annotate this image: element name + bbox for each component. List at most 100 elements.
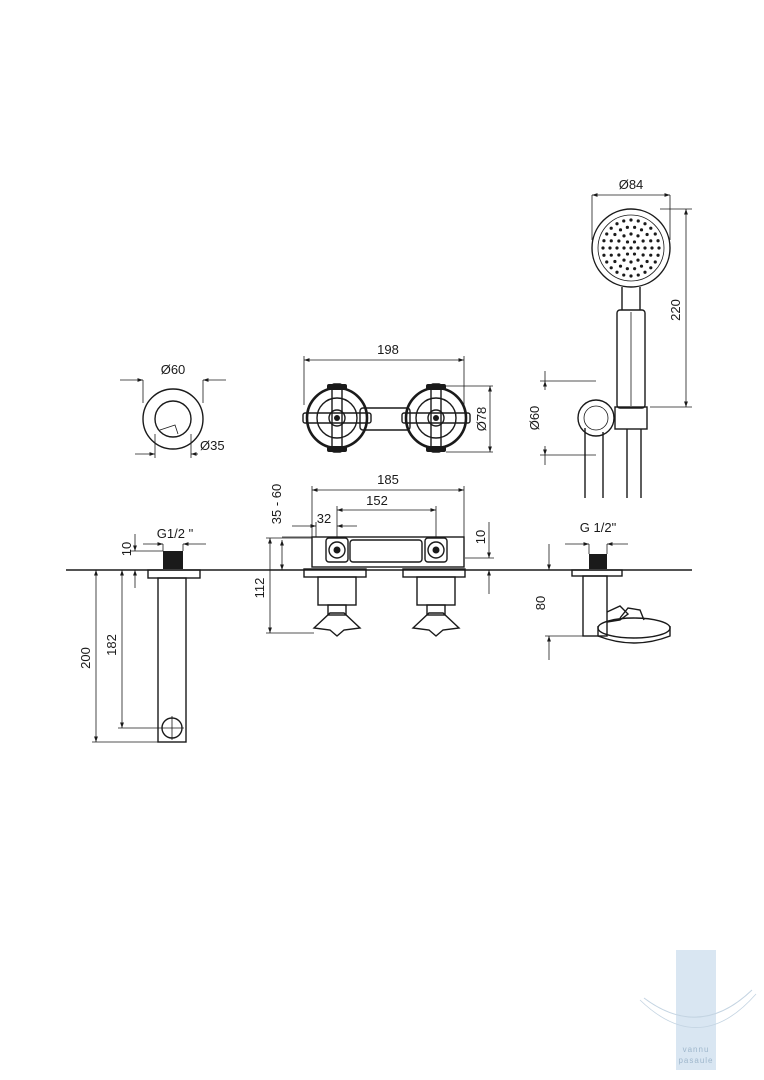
nozzle-dot bbox=[636, 219, 640, 223]
dim-w-valve-off-label: 32 bbox=[317, 511, 331, 526]
nozzle-dot bbox=[608, 246, 612, 250]
nozzle-dot bbox=[649, 239, 653, 243]
nozzle-dot bbox=[633, 225, 637, 229]
spout-top-view bbox=[142, 388, 204, 450]
nozzle-dot bbox=[656, 239, 660, 243]
nozzle-dot bbox=[617, 253, 621, 257]
spout-side-view bbox=[147, 551, 201, 743]
dim-w-valve-off: 32 bbox=[292, 511, 357, 537]
nozzle-dot bbox=[643, 222, 647, 226]
dim-d-handle-label: Ø78 bbox=[474, 407, 489, 432]
nozzle-dot bbox=[613, 232, 617, 237]
dim-thread-spout: G1/2 " bbox=[143, 526, 206, 551]
dim-w-valve-ctr: 152 bbox=[336, 493, 437, 538]
dim-w-handles-label: 198 bbox=[377, 342, 399, 357]
handles-top-view bbox=[302, 383, 471, 453]
dim-h-valve-top: 10 bbox=[465, 522, 494, 594]
nozzle-dot bbox=[615, 222, 619, 226]
nozzle-dot bbox=[641, 239, 645, 243]
nozzle-dot bbox=[643, 270, 647, 274]
dim-h-valve-total: 112 bbox=[252, 537, 314, 634]
nozzle-dot bbox=[657, 246, 661, 250]
dim-h-spout-outlet-label: 182 bbox=[104, 634, 119, 656]
dim-d-spout: Ø35 bbox=[135, 434, 225, 458]
nozzle-dot bbox=[629, 218, 633, 222]
dim-deck-range-label: 35 - 60 bbox=[269, 484, 284, 524]
nozzle-dot bbox=[632, 240, 637, 244]
dim-h-spout-outlet: 182 bbox=[104, 570, 160, 729]
dim-h-spout-total: 200 bbox=[78, 570, 158, 743]
nozzle-dot bbox=[622, 258, 626, 262]
nozzle-dot bbox=[625, 225, 629, 229]
nozzle-dot bbox=[656, 253, 660, 257]
nozzle-dot bbox=[618, 264, 623, 268]
dim-h-spout-top: 10 bbox=[119, 534, 163, 588]
nozzle-dot bbox=[633, 267, 637, 271]
nozzle-dot bbox=[636, 246, 640, 250]
nozzle-dot bbox=[629, 274, 633, 278]
dim-d-handshower: Ø84 bbox=[591, 177, 671, 240]
nozzle-dot bbox=[639, 228, 644, 232]
nozzle-dot bbox=[622, 234, 626, 238]
shower-nozzles bbox=[601, 218, 661, 278]
dim-h-holder-label: 80 bbox=[533, 596, 548, 610]
nozzle-dot bbox=[609, 266, 613, 270]
nozzle-dot bbox=[650, 246, 654, 250]
dim-d-handle: Ø78 bbox=[446, 385, 493, 453]
hand-shower-view bbox=[577, 208, 671, 498]
nozzle-dot bbox=[622, 219, 626, 223]
valves-front-view bbox=[303, 536, 466, 637]
dim-w-handles: 198 bbox=[303, 342, 465, 405]
nozzle-dot bbox=[605, 260, 609, 264]
nozzle-dot bbox=[643, 246, 647, 250]
nozzle-dot bbox=[609, 253, 613, 257]
dim-thread-holder: G 1/2" bbox=[565, 520, 628, 554]
dim-h-handshower-label: 220 bbox=[668, 299, 683, 321]
nozzle-dot bbox=[602, 239, 606, 243]
dim-h-valve-top-label: 10 bbox=[473, 530, 488, 544]
dim-thread-holder-label: G 1/2" bbox=[580, 520, 617, 535]
nozzle-dot bbox=[653, 260, 657, 264]
dim-w-valve-ctr-label: 152 bbox=[366, 493, 388, 508]
nozzle-dot bbox=[639, 264, 644, 268]
dim-d-holder-label: Ø60 bbox=[527, 406, 542, 431]
nozzle-dot bbox=[645, 259, 649, 264]
nozzle-dot bbox=[622, 246, 626, 250]
dim-w-valves-label: 185 bbox=[377, 472, 399, 487]
nozzle-dot bbox=[629, 246, 633, 250]
watermark-line1: vannu bbox=[683, 1045, 710, 1054]
dim-d-spout-label: Ø35 bbox=[200, 438, 225, 453]
watermark-line2: pasaule bbox=[678, 1056, 713, 1065]
nozzle-dot bbox=[636, 234, 640, 238]
nozzle-dot bbox=[613, 259, 617, 264]
nozzle-dot bbox=[645, 232, 649, 237]
nozzle-dot bbox=[629, 260, 633, 264]
nozzle-dot bbox=[601, 246, 605, 250]
dim-d-spout-rosette-label: Ø60 bbox=[161, 362, 186, 377]
dim-h-spout-top-label: 10 bbox=[119, 542, 134, 556]
dim-d-holder: Ø60 bbox=[527, 371, 596, 465]
dim-deck-range: 35 - 60 bbox=[269, 484, 312, 570]
nozzle-dot bbox=[625, 252, 630, 256]
dim-h-handshower: 220 bbox=[650, 208, 692, 408]
dim-d-spout-rosette: Ø60 bbox=[120, 362, 226, 403]
nozzle-dot bbox=[609, 226, 613, 230]
nozzle-dot bbox=[617, 239, 621, 243]
nozzle-dot bbox=[649, 226, 653, 230]
watermark-logo: vannu pasaule bbox=[639, 950, 757, 1070]
nozzle-dot bbox=[641, 253, 645, 257]
nozzle-dot bbox=[653, 232, 657, 236]
dim-h-spout-total-label: 200 bbox=[78, 647, 93, 669]
nozzle-dot bbox=[615, 246, 619, 250]
nozzle-dot bbox=[605, 232, 609, 236]
nozzle-dot bbox=[602, 253, 606, 257]
dim-h-valve-total-label: 112 bbox=[252, 578, 267, 599]
nozzle-dot bbox=[622, 273, 626, 277]
nozzle-dot bbox=[609, 239, 613, 243]
dim-d-handshower-label: Ø84 bbox=[619, 177, 644, 192]
dim-thread-spout-label: G1/2 " bbox=[157, 526, 194, 541]
nozzle-dot bbox=[636, 273, 640, 277]
nozzle-dot bbox=[636, 258, 640, 262]
nozzle-dot bbox=[615, 270, 619, 274]
